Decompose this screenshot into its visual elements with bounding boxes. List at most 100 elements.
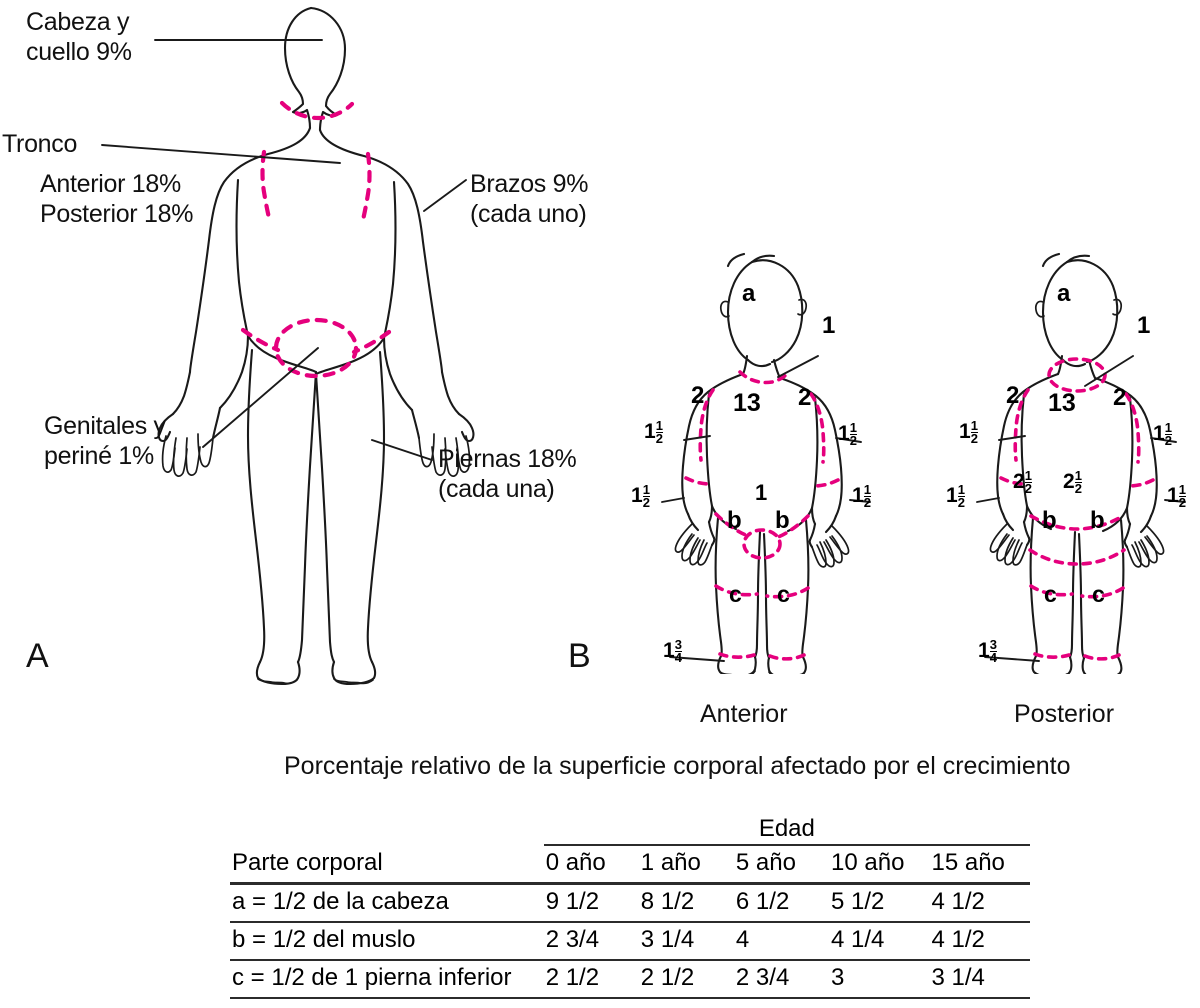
panel-letter-a: A	[26, 637, 49, 675]
label-legs-line2: (cada una)	[438, 474, 555, 503]
posterior-head-label: a	[1057, 280, 1071, 307]
label-head-neck-line2: cuello 9%	[26, 37, 132, 66]
column-header-age-10: 10 año	[829, 845, 930, 885]
p-hand-left-whole: 1	[946, 484, 958, 508]
table-row: c = 1/2 de 1 pierna inferior 2 1/2 2 1/2…	[230, 960, 1030, 999]
edad-group-header: Edad	[543, 812, 1030, 846]
edad-group-header-text: Edad	[758, 815, 815, 842]
cell-a-15: 4 1/2	[929, 883, 1030, 923]
anterior-trunk-label: 13	[733, 389, 761, 417]
buttock-right-whole: 2	[1063, 470, 1075, 494]
cell-c-0: 2 1/2	[543, 960, 639, 999]
posterior-neck-label: 1	[1137, 312, 1151, 339]
cell-c-1: 2 1/2	[638, 960, 734, 999]
label-trunk-anterior: Anterior 18%	[40, 170, 181, 198]
row-label-a: a = 1/2 de la cabeza	[230, 883, 544, 923]
row-label-c: c = 1/2 de 1 pierna inferior	[230, 960, 544, 999]
cell-a-0: 9 1/2	[543, 883, 639, 923]
hand-left-whole: 1	[631, 484, 643, 508]
anterior-neck-label: 1	[822, 312, 836, 339]
column-header-part: Parte corporal	[230, 845, 544, 885]
adult-figure-svg	[101, 6, 475, 686]
posterior-thigh-left-label: b	[1042, 507, 1057, 534]
table-caption: Porcentaje relativo de la superficie cor…	[284, 752, 1071, 780]
column-header-age-5: 5 año	[733, 845, 830, 885]
panel-letter-b: B	[568, 637, 591, 675]
table-row: a = 1/2 de la cabeza 9 1/2 8 1/2 6 1/2 5…	[230, 883, 1030, 923]
cell-c-10: 3	[829, 960, 930, 999]
growth-percentage-table: Edad Parte corporal 0 año 1 año 5 año 10…	[230, 812, 1030, 999]
cell-b-10: 4 1/4	[829, 922, 930, 961]
cell-b-1: 3 1/4	[638, 922, 734, 961]
caption-anterior: Anterior	[700, 700, 788, 728]
label-arms-line1: Brazos 9%	[470, 170, 589, 198]
table-group-header-row: Edad	[230, 812, 1030, 846]
column-header-age-1: 1 año	[638, 845, 734, 885]
p-forearm-left-whole: 1	[959, 420, 971, 444]
cell-a-10: 5 1/2	[829, 883, 930, 923]
caption-posterior: Posterior	[1014, 700, 1115, 728]
label-trunk-title: Tronco	[2, 130, 77, 160]
anterior-leg-right-label: c	[777, 581, 790, 607]
anterior-shoulder-left-label: 2	[691, 382, 705, 409]
label-genitals-line1: Genitales y	[44, 412, 166, 440]
table-column-header-row: Parte corporal 0 año 1 año 5 año 10 año …	[230, 845, 1030, 885]
label-trunk-title-text: Tronco	[2, 130, 78, 158]
empty-corner-cell	[230, 812, 544, 845]
label-legs: Piernas 18% (cada una)	[438, 445, 577, 504]
column-header-age-15: 15 año	[929, 845, 1030, 885]
label-arms-line2: (cada uno)	[470, 199, 587, 228]
column-header-age-0: 0 año	[543, 845, 639, 885]
label-genitals: Genitales y periné 1%	[44, 412, 166, 471]
p-forearm-right-whole: 1	[1153, 422, 1165, 446]
anterior-thigh-right-label: b	[775, 507, 790, 534]
cell-a-1: 8 1/2	[638, 883, 734, 923]
posterior-thigh-right-label: b	[1090, 507, 1105, 534]
anterior-thigh-left-label: b	[727, 507, 742, 534]
forearm-left-whole: 1	[644, 420, 656, 444]
posterior-trunk-label: 13	[1048, 389, 1076, 417]
child-posterior-svg	[976, 252, 1186, 674]
p-foot-whole: 1	[978, 639, 990, 663]
cell-a-5: 6 1/2	[733, 883, 830, 923]
cell-b-5: 4	[733, 922, 830, 961]
label-genitals-line2: periné 1%	[44, 441, 154, 470]
cell-b-15: 4 1/2	[929, 922, 1030, 961]
label-trunk-posterior: Posterior 18%	[40, 199, 194, 228]
anterior-shoulder-right-label: 2	[798, 384, 812, 411]
cell-c-15: 3 1/4	[929, 960, 1030, 999]
cell-b-0: 2 3/4	[543, 922, 639, 961]
posterior-leg-right-label: c	[1092, 581, 1105, 607]
row-label-b: b = 1/2 del muslo	[230, 922, 544, 961]
anterior-genitals-label: 1	[755, 480, 768, 505]
forearm-right-whole: 1	[838, 422, 850, 446]
posterior-shoulder-left-label: 2	[1006, 382, 1020, 409]
posterior-leg-left-label: c	[1044, 581, 1057, 607]
label-head-neck: Cabeza y cuello 9%	[26, 8, 132, 67]
table-row: b = 1/2 del muslo 2 3/4 3 1/4 4 4 1/4 4 …	[230, 922, 1030, 961]
anterior-head-label: a	[742, 280, 756, 307]
p-hand-right-whole: 1	[1167, 484, 1179, 508]
anterior-leg-left-label: c	[729, 581, 742, 607]
